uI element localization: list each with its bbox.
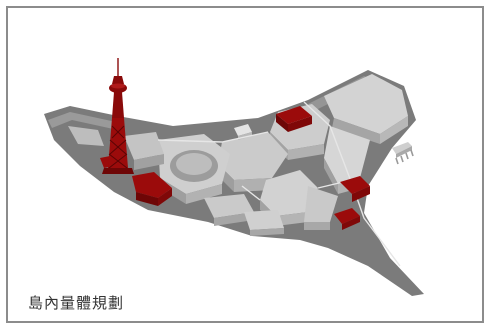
illustration-frame: 島內量體規劃 — [6, 6, 484, 323]
grey-building-masses — [68, 74, 414, 267]
island-massing-diagram — [44, 58, 424, 296]
diagram-caption: 島內量體規劃 — [28, 294, 125, 312]
observation-tower — [102, 58, 134, 174]
